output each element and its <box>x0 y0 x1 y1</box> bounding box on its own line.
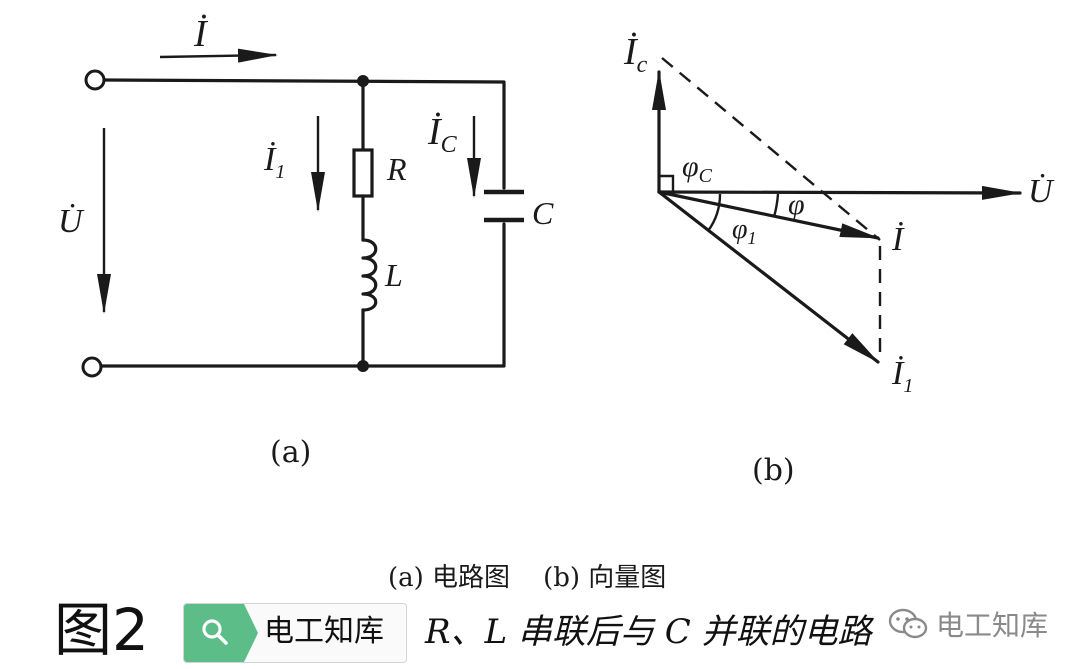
input-terminal-top <box>84 69 106 91</box>
circuit-caption: (a) <box>270 435 311 470</box>
circuit-diagram: İ U̇ İ1 İC R L C (a) <box>58 13 554 470</box>
watermark-text: 电工知库 <box>936 609 1049 642</box>
phasor-phi1-label: φ1 <box>732 214 757 248</box>
phasor-total-current <box>657 190 880 240</box>
cap-current-label: İC <box>427 111 458 158</box>
resistor-label: R <box>386 151 407 187</box>
total-current-arrow <box>159 48 278 63</box>
phasor-voltage <box>657 185 1022 200</box>
phasor-branch-current-label: İ1 <box>891 355 913 397</box>
inductor-symbol <box>361 238 378 312</box>
search-chip-text: 电工知库 <box>264 614 384 649</box>
phasor-total-current-label: İ <box>891 221 905 258</box>
phasor-cap-current-label: İc <box>623 31 648 78</box>
search-tab-arrow <box>244 604 258 662</box>
watermark: 电工知库 <box>888 604 1048 644</box>
caption-line: (a) 电路图 (b) 向量图 <box>388 563 666 593</box>
figure-label: 图2 <box>54 596 149 664</box>
search-chip[interactable]: 电工知库 <box>183 603 407 663</box>
branch-current-label: İ1 <box>263 141 285 183</box>
top-wire <box>102 78 506 190</box>
voltage-label: U̇ <box>58 203 85 240</box>
angle-arc-phi1 <box>707 193 722 232</box>
total-current-label: İ <box>193 13 209 55</box>
phasor-diagram: İc φC φ φ1 U̇ İ İ1 (b) <box>623 31 1055 488</box>
phasor-branch-current <box>657 190 880 364</box>
inductor-label: L <box>384 257 403 293</box>
phasor-voltage-label: U̇ <box>1028 173 1055 210</box>
search-tab[interactable] <box>184 604 244 662</box>
bottom-wire <box>99 222 506 368</box>
phasor-phi-label: φ <box>788 188 805 221</box>
phasor-caption: (b) <box>752 453 795 488</box>
resistor-symbol <box>352 148 374 198</box>
search-icon <box>202 619 228 645</box>
phasor-phic-label: φC <box>682 150 713 187</box>
figure-title: R、L 串联后与 C 并联的电路 <box>425 612 872 652</box>
dashed-cap-to-total <box>661 57 881 241</box>
input-terminal-bottom <box>81 356 103 378</box>
wechat-icon <box>888 608 928 639</box>
right-angle-mark <box>659 174 675 192</box>
angle-arc-phi <box>772 193 780 218</box>
capacitor-label: C <box>532 195 554 231</box>
